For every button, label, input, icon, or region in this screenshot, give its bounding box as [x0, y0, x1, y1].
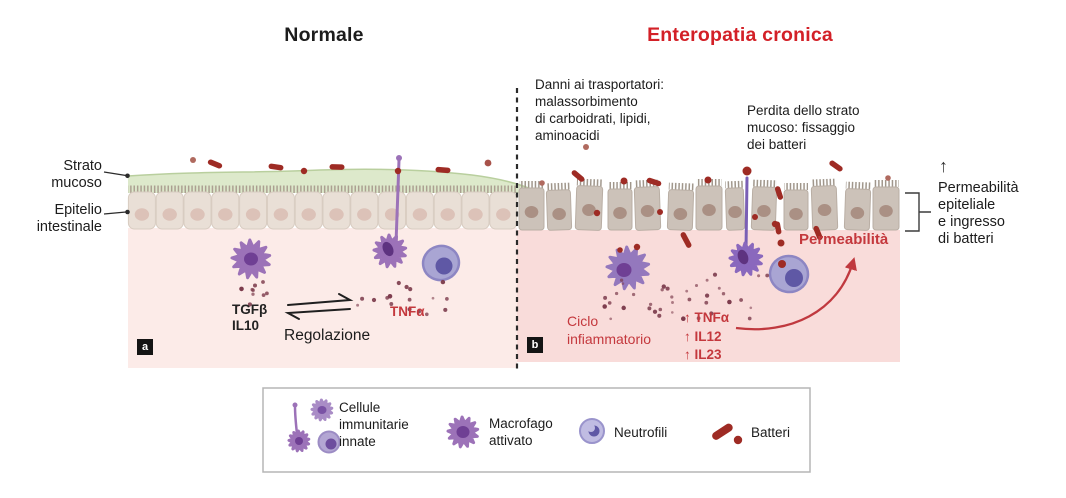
bacteria-lumen-normal: [190, 157, 492, 175]
panel-letter-b: b: [527, 337, 543, 353]
legend-label-macrophage: Macrofago attivato: [489, 416, 553, 448]
macrophage-chronic: [605, 245, 651, 291]
cytokine-dots-chronic-left: [602, 278, 674, 321]
annotation-tgfb-il10: TGFβ IL10: [232, 302, 268, 333]
activated-macrophage-icon: [446, 415, 480, 449]
pointer-strato-mucoso: [103, 171, 130, 179]
annotation-tnfa: TNFα: [390, 304, 425, 319]
equilibrium-arrows: [284, 293, 354, 320]
annotation-permeability-side: Permeabilità epiteliale e ingresso di ba…: [938, 180, 1019, 247]
annotation-mucus-loss: Perdita dello strato mucoso: fissaggio d…: [747, 103, 860, 152]
permeability-bracket: [905, 192, 931, 232]
cytokine-dots-chronic-right: [658, 272, 770, 322]
tgfb-il10-dots: [236, 280, 269, 308]
panel-letter-a: a: [137, 339, 153, 355]
bacteria-invading-chronic: [539, 144, 891, 268]
neutrophil-icon: [579, 418, 605, 444]
dendritic-cell-normal: [372, 155, 408, 269]
annotation-regulation: Regolazione: [284, 327, 371, 344]
tnfa-dots: [356, 279, 449, 317]
annotation-permeability-inner: Permeabilità: [799, 231, 889, 248]
annotation-cytokines-up: ↑ TNFα ↑ IL12 ↑ IL23: [684, 310, 730, 363]
bacteria-icon: [712, 423, 743, 445]
annotation-transporters: Danni ai trasportatori: malassorbimento …: [535, 77, 665, 143]
legend-label-neutrophil: Neutrofili: [614, 425, 668, 440]
neutrophil-normal: [421, 244, 461, 282]
epithelium-normal: [127, 185, 518, 230]
epithelium-chronic: [518, 178, 900, 231]
pointer-epitelio-intestinale: [103, 209, 130, 215]
label-strato-mucoso: Strato mucoso: [51, 158, 102, 191]
panel-normal-title: Normale: [284, 24, 364, 46]
panel-chronic-title: Enteropatia cronica: [647, 24, 833, 46]
innate-immune-cells-icon: [287, 398, 341, 454]
label-epitelio-intestinale: Epitelio intestinale: [36, 202, 102, 235]
legend-label-innate: Cellule immunitarie innate: [339, 400, 409, 449]
macrophage-normal: [230, 238, 272, 280]
legend-label-bacteria: Batteri: [751, 425, 791, 440]
annotation-inflammatory-cycle: Ciclo infiammatorio: [567, 313, 652, 347]
permeability-curved-arrow: [735, 257, 857, 331]
permeability-up-arrow: ↑: [939, 156, 948, 176]
dendritic-cell-chronic: [728, 176, 764, 277]
lamina-propria-normal: [128, 228, 517, 368]
